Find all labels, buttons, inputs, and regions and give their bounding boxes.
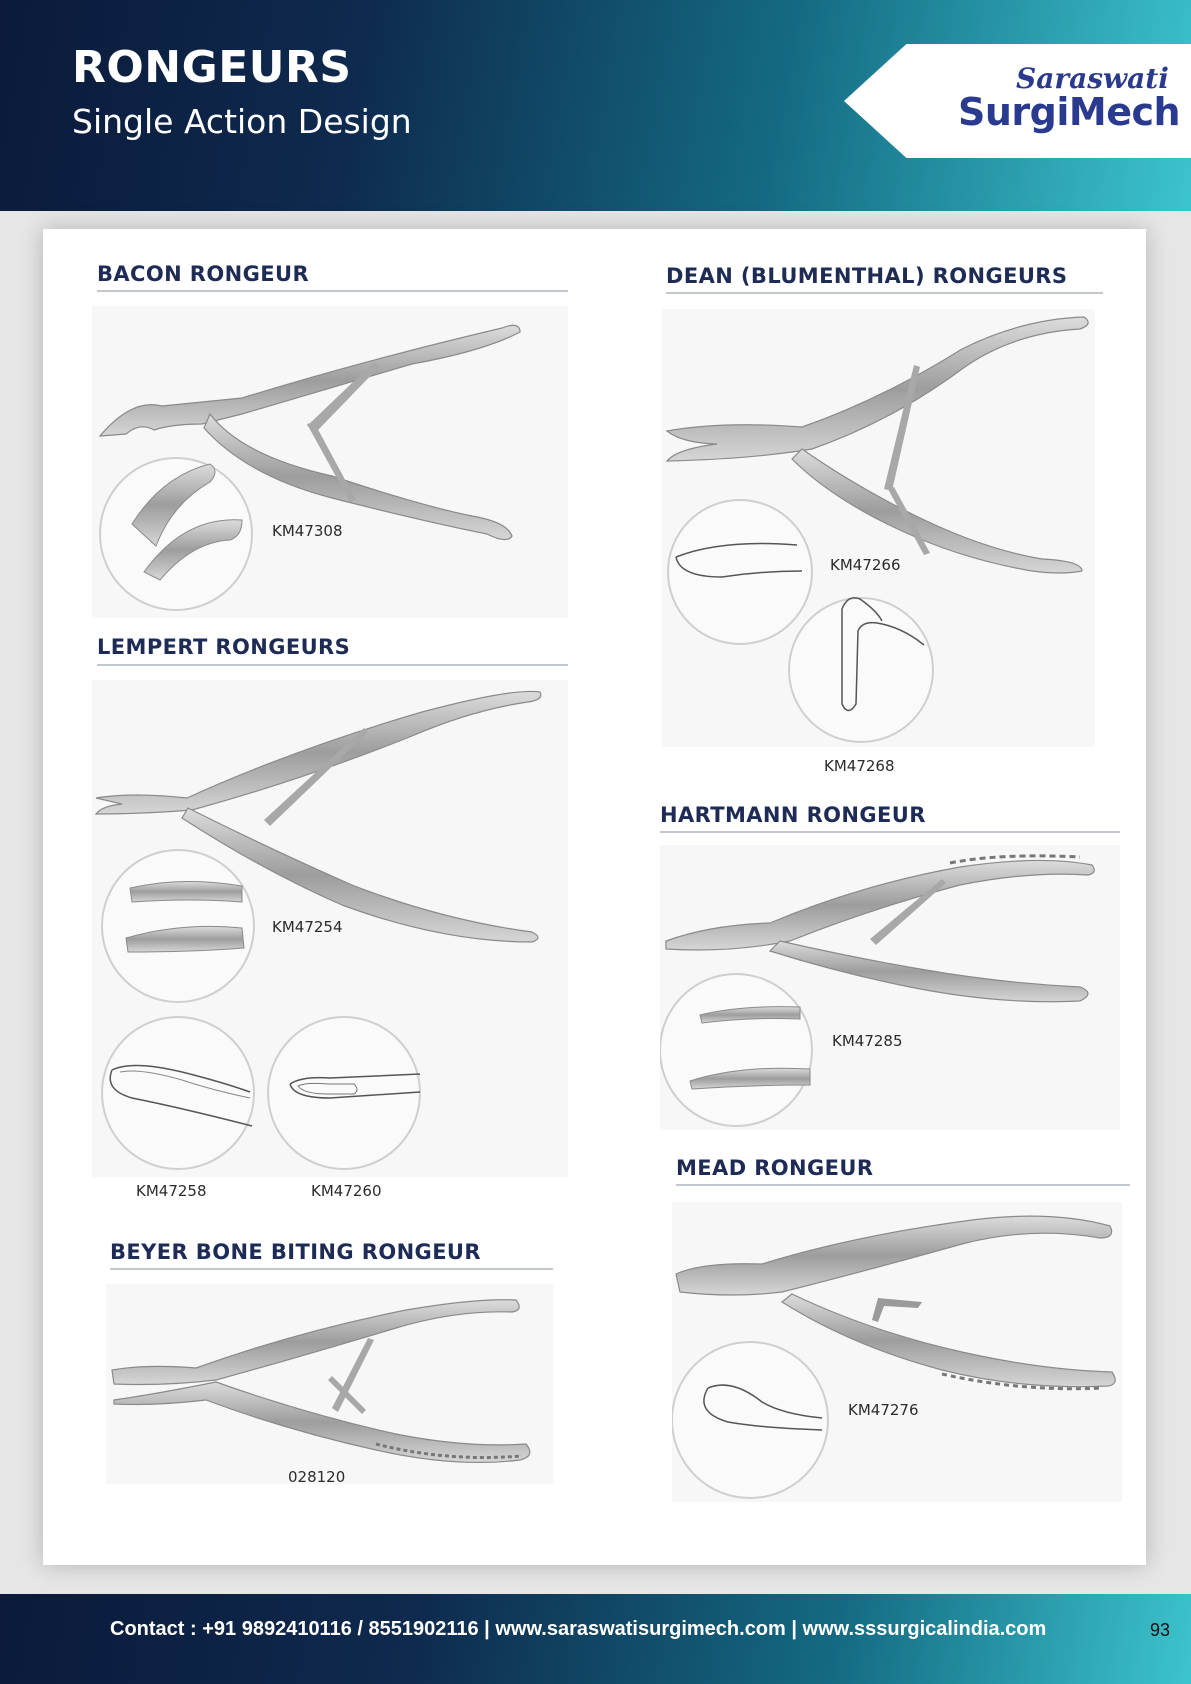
product-code-km47285: KM47285	[832, 1032, 903, 1050]
page-number: 93	[1150, 1620, 1171, 1640]
logo-text-saraswati: Saraswati	[1016, 62, 1169, 95]
product-code-028120: 028120	[288, 1468, 346, 1486]
mead-rongeur-image	[672, 1202, 1122, 1502]
product-code-km47308: KM47308	[272, 522, 343, 540]
footer-banner	[0, 1594, 1191, 1684]
section-rule	[97, 290, 568, 292]
product-code-km47260: KM47260	[311, 1182, 382, 1200]
section-title-bacon: BACON RONGEUR	[97, 262, 310, 286]
section-title-dean: DEAN (BLUMENTHAL) RONGEURS	[666, 264, 1068, 288]
page-title: RONGEURS	[72, 42, 352, 93]
product-code-km47254: KM47254	[272, 918, 343, 936]
section-title-mead: MEAD RONGEUR	[676, 1156, 874, 1180]
section-rule	[660, 831, 1120, 833]
footer-contact: Contact : +91 9892410116 / 8551902116 | …	[110, 1618, 1047, 1640]
bacon-rongeur-image	[92, 306, 568, 618]
section-title-lempert: LEMPERT RONGEURS	[97, 635, 351, 659]
product-code-km47258: KM47258	[136, 1182, 207, 1200]
product-code-km47266: KM47266	[830, 556, 901, 574]
section-rule	[97, 664, 568, 666]
product-code-km47268: KM47268	[824, 757, 895, 775]
product-code-km47276: KM47276	[848, 1401, 919, 1419]
section-rule	[666, 292, 1103, 294]
page-subtitle: Single Action Design	[72, 102, 412, 141]
section-title-hartmann: HARTMANN RONGEUR	[660, 803, 926, 827]
logo-text-surgimech: SurgiMech	[958, 90, 1181, 134]
section-title-beyer: BEYER BONE BITING RONGEUR	[110, 1240, 481, 1264]
logo-badge	[844, 44, 1191, 158]
section-rule	[676, 1184, 1130, 1186]
beyer-rongeur-image	[106, 1284, 553, 1484]
hartmann-rongeur-image	[660, 845, 1120, 1130]
section-rule	[110, 1268, 553, 1270]
dean-rongeur-image	[662, 309, 1095, 747]
lempert-rongeur-image	[92, 680, 568, 1177]
